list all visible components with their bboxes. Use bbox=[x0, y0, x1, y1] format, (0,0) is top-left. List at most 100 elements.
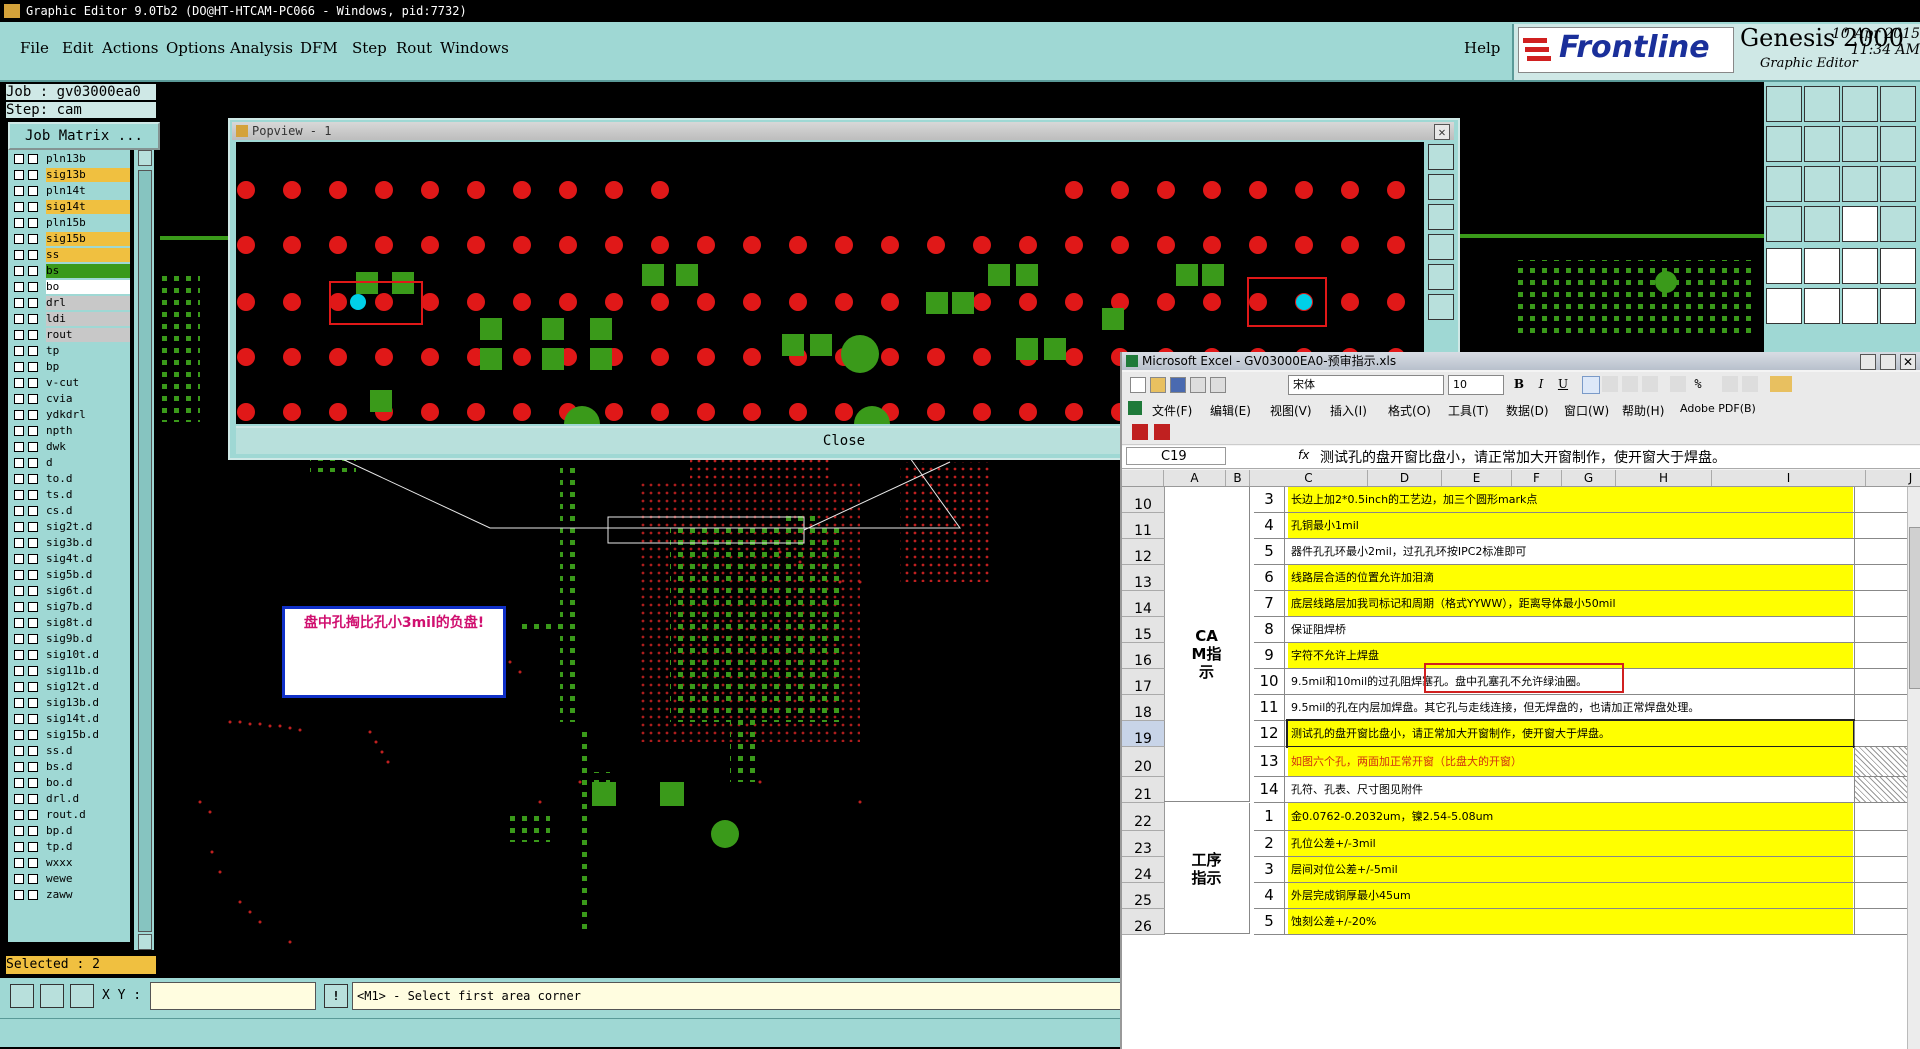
row-header[interactable]: 12 bbox=[1122, 539, 1165, 565]
open-file-icon[interactable] bbox=[1150, 377, 1166, 393]
tool-arc-icon[interactable] bbox=[1842, 288, 1878, 324]
align-right-icon[interactable] bbox=[1622, 376, 1638, 392]
layer-work-checkbox[interactable] bbox=[28, 698, 38, 708]
tool-stretch-icon[interactable] bbox=[1766, 166, 1802, 202]
layer-work-checkbox[interactable] bbox=[28, 858, 38, 868]
layer-work-checkbox[interactable] bbox=[28, 442, 38, 452]
layer-row[interactable]: bs.d bbox=[10, 760, 130, 774]
excel-restore-icon[interactable] bbox=[1880, 354, 1896, 370]
layer-row[interactable]: bo bbox=[10, 280, 130, 294]
row-header[interactable]: 26 bbox=[1122, 909, 1165, 935]
layer-checkbox[interactable] bbox=[14, 346, 24, 356]
indent-decrease-icon[interactable] bbox=[1722, 376, 1738, 392]
instruction-cell[interactable]: 字符不允许上焊盘 bbox=[1288, 643, 1853, 668]
layer-checkbox[interactable] bbox=[14, 202, 24, 212]
instruction-cell[interactable]: 9.5mil的孔在内层加焊盘。其它孔与走线连接，但无焊盘的，也请加正常焊盘处理。 bbox=[1288, 695, 1853, 720]
exclamation-icon[interactable]: ! bbox=[324, 984, 348, 1008]
tool-measure-icon[interactable] bbox=[1804, 206, 1840, 242]
font-size-select[interactable]: 10 bbox=[1448, 375, 1504, 395]
layer-work-checkbox[interactable] bbox=[28, 890, 38, 900]
tool-zoom-out-icon[interactable] bbox=[1880, 126, 1916, 162]
tool-circle-icon[interactable] bbox=[1880, 248, 1916, 284]
layer-row[interactable]: sig2t.d bbox=[10, 520, 130, 534]
column-header[interactable]: F bbox=[1512, 470, 1562, 486]
layer-work-checkbox[interactable] bbox=[28, 266, 38, 276]
layer-checkbox[interactable] bbox=[14, 858, 24, 868]
tool-snap-icon[interactable] bbox=[1842, 206, 1878, 242]
layer-work-checkbox[interactable] bbox=[28, 378, 38, 388]
name-box[interactable]: C19 bbox=[1126, 447, 1226, 465]
menu-dfm[interactable]: DFM bbox=[300, 39, 338, 57]
tool-ratio-icon[interactable] bbox=[1842, 166, 1878, 202]
layer-checkbox[interactable] bbox=[14, 170, 24, 180]
instruction-cell[interactable]: 保证阻焊桥 bbox=[1288, 617, 1853, 642]
row-header[interactable]: 22 bbox=[1122, 803, 1165, 831]
layer-row[interactable]: ts.d bbox=[10, 488, 130, 502]
row-header[interactable]: 21 bbox=[1122, 777, 1165, 803]
column-header[interactable]: E bbox=[1442, 470, 1512, 486]
scroll-down-arrow[interactable] bbox=[138, 934, 152, 950]
layer-row[interactable]: sig15b.d bbox=[10, 728, 130, 742]
layer-row[interactable]: sig5b.d bbox=[10, 568, 130, 582]
instruction-cell[interactable]: 孔位公差+/-3mil bbox=[1288, 831, 1853, 856]
layer-row[interactable]: d bbox=[10, 456, 130, 470]
column-header[interactable]: C bbox=[1250, 470, 1368, 486]
layer-row[interactable]: sig12t.d bbox=[10, 680, 130, 694]
row-header[interactable]: 25 bbox=[1122, 883, 1165, 909]
indent-increase-icon[interactable] bbox=[1742, 376, 1758, 392]
empty-cell[interactable] bbox=[1854, 539, 1920, 564]
tool-center-icon[interactable] bbox=[1804, 166, 1840, 202]
layer-work-checkbox[interactable] bbox=[28, 298, 38, 308]
empty-cell[interactable] bbox=[1854, 909, 1920, 934]
empty-cell[interactable] bbox=[1854, 721, 1920, 746]
layer-work-checkbox[interactable] bbox=[28, 506, 38, 516]
layer-work-checkbox[interactable] bbox=[28, 810, 38, 820]
excel-menu-help[interactable]: 帮助(H) bbox=[1622, 404, 1665, 418]
layer-checkbox[interactable] bbox=[14, 314, 24, 324]
layer-row[interactable]: sig8t.d bbox=[10, 616, 130, 630]
layer-work-checkbox[interactable] bbox=[28, 538, 38, 548]
layer-checkbox[interactable] bbox=[14, 330, 24, 340]
tool-home-icon[interactable] bbox=[1766, 86, 1802, 122]
layer-checkbox[interactable] bbox=[14, 218, 24, 228]
tool-fit-icon[interactable] bbox=[1842, 86, 1878, 122]
tool-window-icon[interactable] bbox=[1880, 86, 1916, 122]
layer-row[interactable]: v-cut bbox=[10, 376, 130, 390]
layer-checkbox[interactable] bbox=[14, 186, 24, 196]
layer-work-checkbox[interactable] bbox=[28, 714, 38, 724]
layer-work-checkbox[interactable] bbox=[28, 730, 38, 740]
layer-work-checkbox[interactable] bbox=[28, 650, 38, 660]
empty-cell[interactable] bbox=[1854, 883, 1920, 908]
excel-menu-data[interactable]: 数据(D) bbox=[1506, 404, 1549, 418]
excel-menu-tools[interactable]: 工具(T) bbox=[1448, 404, 1489, 418]
instruction-cell[interactable]: 线路层合适的位置允许加泪滴 bbox=[1288, 565, 1853, 590]
column-header[interactable]: G bbox=[1562, 470, 1616, 486]
align-left-icon[interactable] bbox=[1582, 376, 1600, 394]
layer-row[interactable]: ss.d bbox=[10, 744, 130, 758]
layer-list-scrollbar[interactable] bbox=[134, 150, 154, 950]
column-header[interactable]: I bbox=[1712, 470, 1866, 486]
layer-checkbox[interactable] bbox=[14, 618, 24, 628]
layer-row[interactable]: pln13b bbox=[10, 152, 130, 166]
instruction-cell[interactable]: 如图六个孔，两面加正常开窗（比盘大的开窗） bbox=[1288, 747, 1853, 776]
layer-row[interactable]: ldi bbox=[10, 312, 130, 326]
menu-step[interactable]: Step bbox=[352, 39, 387, 57]
layer-work-checkbox[interactable] bbox=[28, 794, 38, 804]
row-header[interactable]: 11 bbox=[1122, 513, 1165, 539]
layer-checkbox[interactable] bbox=[14, 746, 24, 756]
excel-vertical-scrollbar[interactable] bbox=[1907, 487, 1920, 1049]
permission-icon[interactable] bbox=[1190, 377, 1206, 393]
layer-checkbox[interactable] bbox=[14, 458, 24, 468]
layer-row[interactable]: npth bbox=[10, 424, 130, 438]
